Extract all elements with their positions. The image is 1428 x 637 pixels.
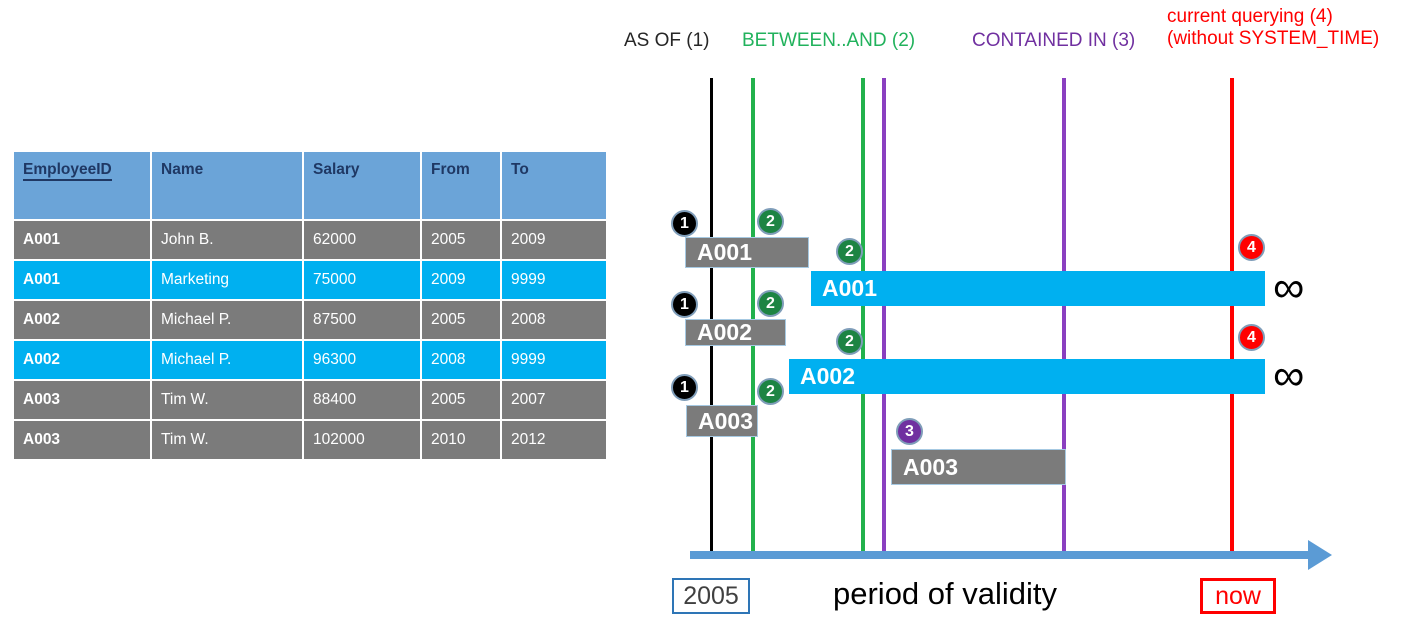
table-header-row: EmployeeID Name Salary From To xyxy=(14,152,606,219)
badge-as-of-a002: 1 xyxy=(671,291,698,318)
cell-to: 9999 xyxy=(502,261,606,299)
infinity-icon-a001: ∞ xyxy=(1273,262,1305,313)
bar-a003-historic-1: A003 xyxy=(686,405,758,437)
cell-employeeid: A003 xyxy=(14,381,150,419)
query-legend: AS OF (1) BETWEEN..AND (2) CONTAINED IN … xyxy=(0,0,1428,64)
badge-between-a002-current: 2 xyxy=(836,328,863,355)
column-header-name: Name xyxy=(152,152,302,219)
badge-between-a001-start: 2 xyxy=(757,208,784,235)
bar-a003-historic-2: A003 xyxy=(891,449,1066,485)
cell-employeeid: A002 xyxy=(14,301,150,339)
infinity-icon-a002: ∞ xyxy=(1273,350,1305,401)
cell-from: 2005 xyxy=(422,301,500,339)
cell-to: 9999 xyxy=(502,341,606,379)
time-axis-arrow-icon xyxy=(1308,540,1332,570)
cell-name: John B. xyxy=(152,221,302,259)
cell-from: 2005 xyxy=(422,221,500,259)
cell-salary: 62000 xyxy=(304,221,420,259)
legend-item-current-querying-line2: (without SYSTEM_TIME) xyxy=(1167,28,1380,49)
cell-name: Tim W. xyxy=(152,381,302,419)
badge-between-a003: 2 xyxy=(757,378,784,405)
cell-salary: 88400 xyxy=(304,381,420,419)
cell-name: Tim W. xyxy=(152,421,302,459)
cell-to: 2007 xyxy=(502,381,606,419)
badge-as-of-a001: 1 xyxy=(671,210,698,237)
table-row: A001 John B. 62000 2005 2009 xyxy=(14,221,606,259)
cell-to: 2012 xyxy=(502,421,606,459)
bar-a001-current: A001 xyxy=(811,271,1265,306)
cell-to: 2008 xyxy=(502,301,606,339)
table-row: A001 Marketing 75000 2009 9999 xyxy=(14,261,606,299)
legend-item-current-querying: current querying (4) (without SYSTEM_TIM… xyxy=(1167,6,1379,50)
column-header-from: From xyxy=(422,152,500,219)
axis-start-label: 2005 xyxy=(672,578,750,614)
cell-employeeid: A001 xyxy=(14,221,150,259)
column-header-to: To xyxy=(502,152,606,219)
cell-from: 2010 xyxy=(422,421,500,459)
cell-from: 2009 xyxy=(422,261,500,299)
contained-in-end-line xyxy=(1062,78,1066,556)
cell-salary: 102000 xyxy=(304,421,420,459)
badge-between-a001-current: 2 xyxy=(836,238,863,265)
table-row: A003 Tim W. 102000 2010 2012 xyxy=(14,421,606,459)
between-start-line xyxy=(751,78,755,556)
cell-name: Michael P. xyxy=(152,341,302,379)
as-of-line xyxy=(710,78,713,556)
column-header-employeeid-label: EmployeeID xyxy=(23,161,112,181)
employee-table: EmployeeID Name Salary From To A001 John… xyxy=(12,150,608,461)
cell-to: 2009 xyxy=(502,221,606,259)
now-line xyxy=(1230,78,1234,556)
between-end-line xyxy=(861,78,865,556)
axis-caption: period of validity xyxy=(833,576,1058,611)
employee-table-container: EmployeeID Name Salary From To A001 John… xyxy=(12,150,606,461)
cell-name: Marketing xyxy=(152,261,302,299)
cell-from: 2005 xyxy=(422,381,500,419)
badge-current-a001: 4 xyxy=(1238,234,1265,261)
bar-a001-historic: A001 xyxy=(685,237,809,268)
cell-employeeid: A002 xyxy=(14,341,150,379)
column-header-salary: Salary xyxy=(304,152,420,219)
legend-item-contained-in: CONTAINED IN (3) xyxy=(972,30,1136,51)
contained-in-start-line xyxy=(882,78,886,556)
badge-between-a002-start: 2 xyxy=(757,290,784,317)
column-header-employeeid: EmployeeID xyxy=(14,152,150,219)
badge-current-a002: 4 xyxy=(1238,324,1265,351)
cell-employeeid: A003 xyxy=(14,421,150,459)
legend-item-current-querying-line1: current querying (4) xyxy=(1167,6,1333,27)
cell-employeeid: A001 xyxy=(14,261,150,299)
table-row: A003 Tim W. 88400 2005 2007 xyxy=(14,381,606,419)
cell-salary: 87500 xyxy=(304,301,420,339)
bar-a002-historic: A002 xyxy=(685,319,786,346)
time-axis xyxy=(690,551,1314,559)
legend-item-as-of: AS OF (1) xyxy=(624,30,710,51)
cell-salary: 96300 xyxy=(304,341,420,379)
table-row: A002 Michael P. 87500 2005 2008 xyxy=(14,301,606,339)
table-row: A002 Michael P. 96300 2008 9999 xyxy=(14,341,606,379)
legend-item-between-and: BETWEEN..AND (2) xyxy=(742,30,916,51)
axis-now-label: now xyxy=(1200,578,1276,614)
cell-name: Michael P. xyxy=(152,301,302,339)
cell-from: 2008 xyxy=(422,341,500,379)
bar-a002-current: A002 xyxy=(789,359,1265,394)
badge-as-of-a003: 1 xyxy=(671,374,698,401)
cell-salary: 75000 xyxy=(304,261,420,299)
badge-contained-in-a003: 3 xyxy=(896,418,923,445)
